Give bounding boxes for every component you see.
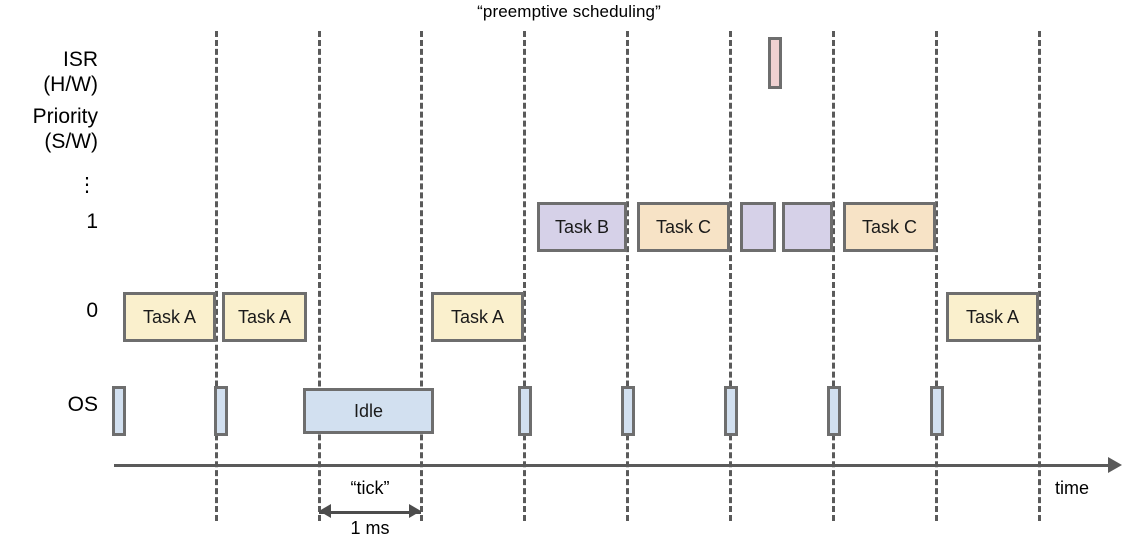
diagram-title: “preemptive scheduling” [477,2,661,21]
gridline-tick-5 [626,31,629,521]
gridline-tick-6 [729,31,732,521]
os-block-6 [827,386,841,436]
os-block-4 [621,386,635,436]
task-c-block-1: Task C [637,202,730,252]
gridline-tick-2 [318,31,321,521]
row-label-os: OS [67,393,98,416]
time-axis-label: time [1055,478,1090,498]
gridline-tick-4 [523,31,526,521]
task-a-block-1: Task A [123,292,216,342]
os-block-7 [930,386,944,436]
tick-arrow-right-icon [409,504,421,518]
row-label-priority: Priority (S/W) [32,105,98,153]
gridline-tick-1 [215,31,218,521]
time-axis-line [114,464,1118,467]
row-label-p1: 1 [86,210,98,233]
os-idle-block: Idle [303,388,434,434]
task-a-block-3: Task A [431,292,524,342]
tick-arrow-left-icon [319,504,331,518]
task-a-block-4: Task A [946,292,1039,342]
gridline-tick-9 [1038,31,1041,521]
gridline-tick-7 [832,31,835,521]
gridline-tick-8 [935,31,938,521]
task-c-block-2: Task C [843,202,936,252]
tick-annotation-label: “tick” [350,478,390,498]
row-label-isr: ISR (H/W) [43,48,98,96]
task-a-block-2: Task A [222,292,307,342]
os-block-2 [214,386,228,436]
os-block-5 [724,386,738,436]
row-label-dots: ⋮ [77,174,98,196]
time-axis-arrow-icon [1108,457,1122,473]
gridline-tick-3 [420,31,423,521]
isr-block [768,37,782,89]
context-block-1 [740,202,776,252]
context-block-2 [782,202,833,252]
os-block-1 [112,386,126,436]
task-b-block: Task B [537,202,627,252]
tick-duration-label: 1 ms [350,518,390,538]
os-block-3 [518,386,532,436]
tick-measure-bar [319,511,421,514]
row-label-p0: 0 [86,299,98,322]
